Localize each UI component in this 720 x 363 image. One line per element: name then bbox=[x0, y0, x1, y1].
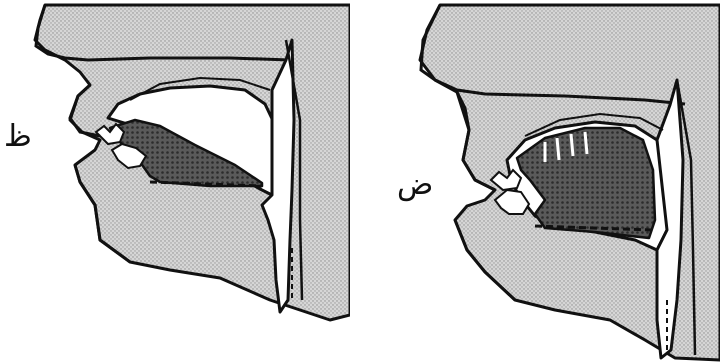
sagittal-section-left bbox=[0, 0, 350, 363]
letter-label-daad: ض bbox=[397, 170, 433, 200]
articulation-diagram-daad bbox=[395, 0, 720, 363]
articulation-diagram-zaa bbox=[0, 0, 350, 363]
sagittal-section-right bbox=[395, 0, 720, 363]
letter-label-zaa: ظ bbox=[4, 122, 32, 152]
